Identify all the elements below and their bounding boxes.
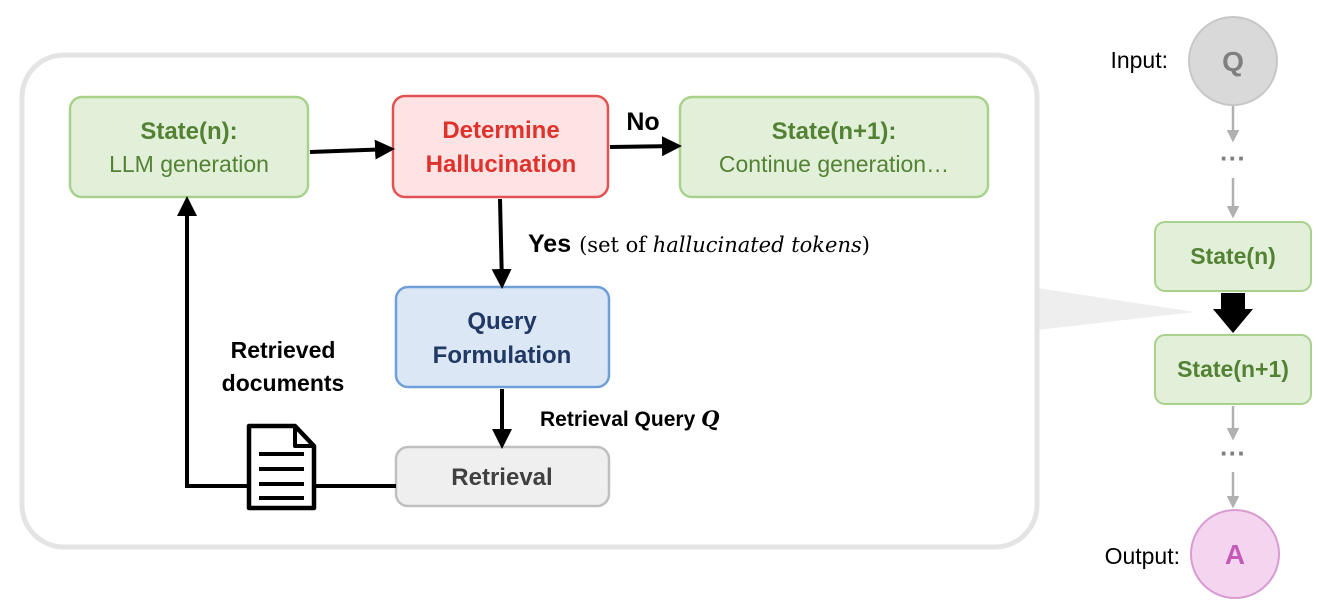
side-state-n1-box: State(n+1) [1154, 334, 1312, 405]
input-label: Input: [1110, 47, 1168, 73]
no-label: No [626, 108, 659, 136]
arrow-determine-to-query [491, 198, 512, 289]
retrieval-box: Retrieval [394, 445, 611, 508]
state-n-box: State(n): LLM generation [68, 95, 310, 199]
state-n-subtitle: LLM generation [109, 151, 269, 177]
svg-text:State(n+1): State(n+1) [1177, 356, 1289, 382]
state-n1-subtitle: Continue generation… [719, 151, 949, 177]
query-line2: Formulation [433, 342, 572, 369]
determine-line2: Hallucination [426, 151, 577, 178]
retrieval-label: Retrieval [451, 464, 552, 491]
retrieved-docs-line1: Retrieved [231, 337, 336, 363]
side-dots-bottom: ··· [1220, 438, 1246, 468]
arrow-state-to-determine [309, 139, 395, 160]
retrieved-docs-line2: documents [222, 370, 345, 396]
svg-text:State(n): State(n) [1190, 243, 1276, 269]
input-node: Q [1188, 16, 1278, 106]
arrow-determine-to-next [609, 136, 682, 157]
output-label: Output: [1105, 543, 1180, 569]
retrieval-query-label: Retrieval Query Q [540, 406, 719, 431]
determine-hallucination-box: Determine Hallucination [391, 94, 610, 199]
svg-text:A: A [1225, 539, 1245, 570]
query-formulation-box: Query Formulation [394, 285, 611, 389]
side-thick-arrow-icon [1213, 293, 1253, 333]
output-node: A [1190, 509, 1280, 599]
determine-line1: Determine [442, 117, 559, 144]
query-line1: Query [467, 308, 537, 335]
side-dots-top: ··· [1220, 143, 1246, 173]
svg-text:Q: Q [1222, 46, 1244, 77]
state-n-title: State(n): [140, 118, 237, 145]
arrow-retrieval-to-state [177, 196, 396, 488]
zoom-wedge [1037, 288, 1195, 330]
state-n1-box: State(n+1): Continue generation… [678, 95, 990, 199]
document-icon [246, 423, 317, 511]
yes-label: Yes(set of hallucinated tokens) [528, 230, 870, 258]
side-state-n-box: State(n) [1154, 221, 1312, 292]
state-n1-title: State(n+1): [772, 118, 897, 145]
